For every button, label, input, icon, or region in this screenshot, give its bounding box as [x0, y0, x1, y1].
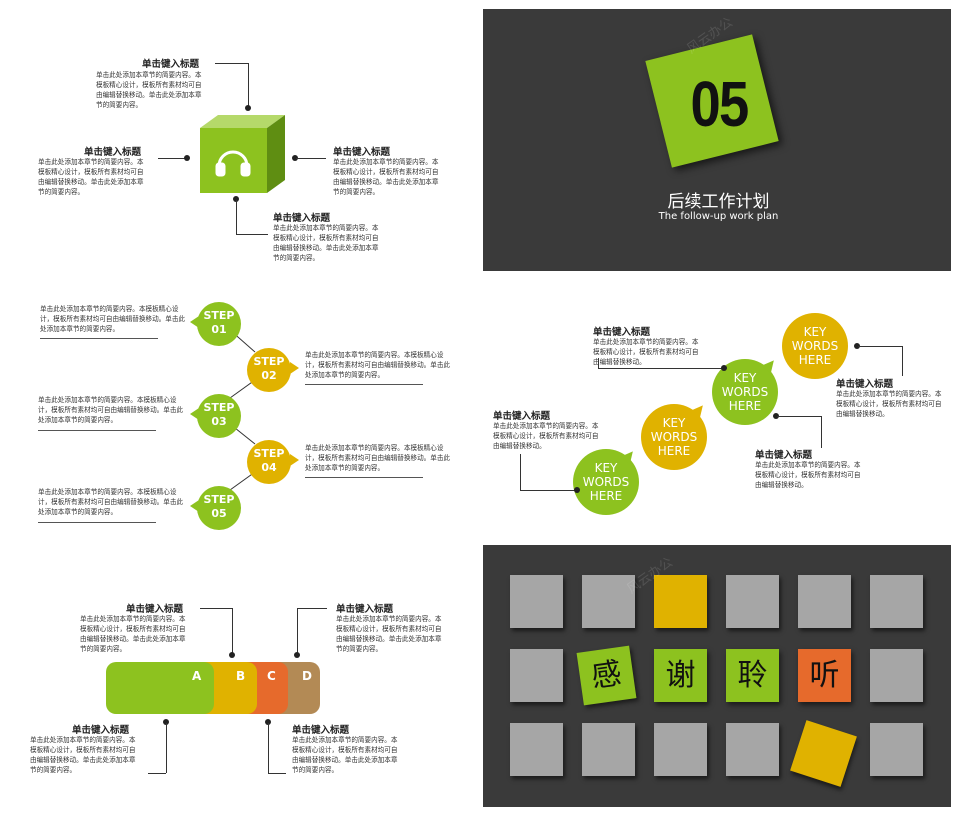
- tile-yellow: [654, 575, 707, 628]
- slide-thanks: 感 谢 聆 听 风云办公: [483, 545, 951, 807]
- slide-cube: 单击键入标题 单击此处添加本章节的简要内容。本模板精心设计，模板所有素材均可自由…: [0, 0, 470, 272]
- bar-desc-br: 单击此处添加本章节的简要内容。本模板精心设计，模板所有素材均可自由编辑替换移动。…: [292, 736, 398, 774]
- slide-section-05: 05 后续工作计划 The follow-up work plan 风云办公: [483, 9, 951, 271]
- step-03-desc: 单击此处添加本章节的简要内容。本模板精心设计，模板所有素材均可自由编辑替换移动。…: [38, 396, 184, 424]
- kw-heading-1: 单击键入标题: [593, 327, 651, 338]
- tile: [582, 575, 635, 628]
- headphones-icon: [215, 150, 251, 177]
- heading-left: 单击键入标题: [84, 147, 142, 158]
- heading-bottom: 单击键入标题: [273, 213, 331, 224]
- kw-heading-2: 单击键入标题: [493, 411, 551, 422]
- tile: [654, 723, 707, 776]
- desc-bottom: 单击此处添加本章节的简要内容。本模板精心设计，模板所有素材均可自由编辑替换移动。…: [273, 224, 379, 262]
- keyword-bubble-1: KEY WORDS HERE: [573, 449, 639, 515]
- keyword-bubble-4: KEY WORDS HERE: [782, 313, 848, 379]
- desc-left: 单击此处添加本章节的简要内容。本模板精心设计，模板所有素材均可自由编辑替换移动。…: [38, 158, 144, 196]
- bar-desc-tr: 单击此处添加本章节的简要内容。本模板精心设计，模板所有素材均可自由编辑替换移动。…: [336, 615, 442, 653]
- keyword-bubble-2: KEY WORDS HERE: [641, 404, 707, 470]
- bar-heading-bl: 单击键入标题: [72, 725, 130, 736]
- kw-heading-3: 单击键入标题: [836, 379, 894, 390]
- section-title-cn: 后续工作计划: [667, 192, 770, 212]
- tile: [510, 649, 563, 702]
- segment-a: A: [106, 662, 214, 714]
- tile: [510, 575, 563, 628]
- desc-right: 单击此处添加本章节的简要内容。本模板精心设计，模板所有素材均可自由编辑替换移动。…: [333, 158, 439, 196]
- section-title-en: The follow-up work plan: [658, 211, 779, 222]
- bar-heading-br: 单击键入标题: [292, 725, 350, 736]
- step-04-desc: 单击此处添加本章节的简要内容。本模板精心设计，模板所有素材均可自由编辑替换移动。…: [305, 444, 451, 472]
- section-number: 05: [690, 68, 749, 140]
- tile: [510, 723, 563, 776]
- kw-heading-4: 单击键入标题: [755, 450, 813, 461]
- bar-heading-tl: 单击键入标题: [126, 604, 184, 615]
- tile: [798, 575, 851, 628]
- tile-yellow-rotated: [790, 720, 857, 787]
- step-05-desc: 单击此处添加本章节的简要内容。本模板精心设计，模板所有素材均可自由编辑替换移动。…: [38, 488, 184, 516]
- tile: [726, 723, 779, 776]
- tile: [870, 575, 923, 628]
- heading-right: 单击键入标题: [333, 147, 391, 158]
- char-tile-1: 感: [576, 645, 637, 706]
- char-tile-4: 听: [798, 649, 851, 702]
- slide-segment-bar: D C B A 单击键入标题 单击此处添加本章节的简要内容。本模板精心设计，模板…: [0, 545, 470, 816]
- tile: [582, 723, 635, 776]
- tile: [870, 649, 923, 702]
- step-01-desc: 单击此处添加本章节的简要内容。本模板精心设计，模板所有素材均可自由编辑替换移动。…: [40, 305, 186, 333]
- slide-keywords: KEY WORDS HERE KEY WORDS HERE KEY WORDS …: [483, 290, 960, 540]
- kw-desc-2: 单击此处添加本章节的简要内容。本模板精心设计，模板所有素材均可自由编辑替换移动。: [493, 422, 599, 450]
- kw-desc-3: 单击此处添加本章节的简要内容。本模板精心设计，模板所有素材均可自由编辑替换移动。: [836, 390, 942, 418]
- desc-top: 单击此处添加本章节的简要内容。本模板精心设计，模板所有素材均可自由编辑替换移动。…: [96, 71, 202, 109]
- kw-desc-1: 单击此处添加本章节的简要内容。本模板精心设计，模板所有素材均可自由编辑替换移动。: [593, 338, 699, 366]
- char-tile-3: 聆: [726, 649, 779, 702]
- kw-desc-4: 单击此处添加本章节的简要内容。本模板精心设计，模板所有素材均可自由编辑替换移动。: [755, 461, 861, 489]
- bar-desc-tl: 单击此处添加本章节的简要内容。本模板精心设计，模板所有素材均可自由编辑替换移动。…: [80, 615, 186, 653]
- heading-top: 单击键入标题: [142, 59, 200, 70]
- char-tile-2: 谢: [654, 649, 707, 702]
- step-02-desc: 单击此处添加本章节的简要内容。本模板精心设计，模板所有素材均可自由编辑替换移动。…: [305, 351, 451, 379]
- cube-graphic: [200, 115, 285, 193]
- tile: [726, 575, 779, 628]
- bar-heading-tr: 单击键入标题: [336, 604, 394, 615]
- bar-desc-bl: 单击此处添加本章节的简要内容。本模板精心设计，模板所有素材均可自由编辑替换移动。…: [30, 736, 136, 774]
- tile: [870, 723, 923, 776]
